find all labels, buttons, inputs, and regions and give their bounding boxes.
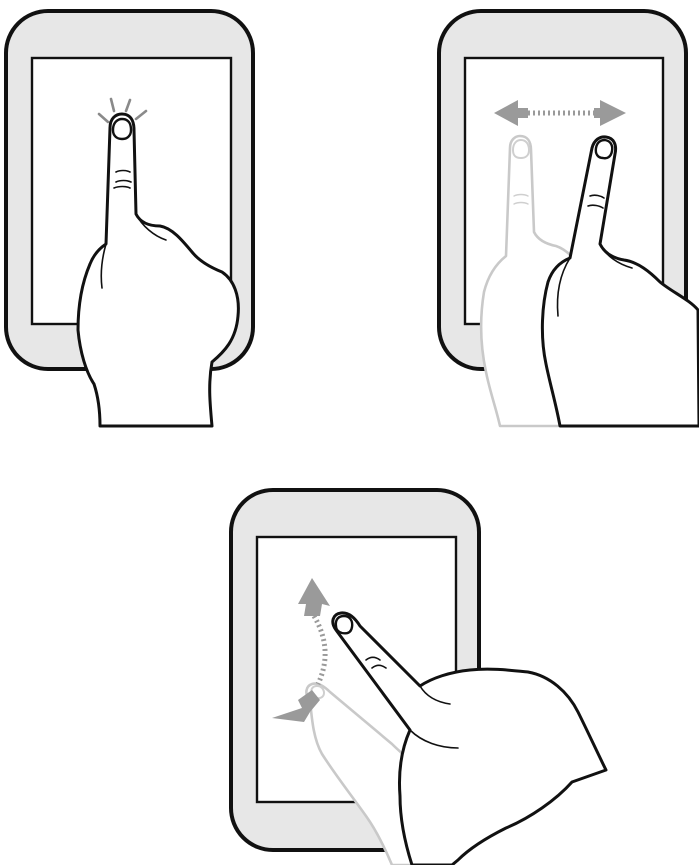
arc-drag-gesture-panel [231, 490, 606, 865]
swipe-gesture-panel [439, 11, 699, 426]
tap-gesture-panel [6, 11, 253, 426]
